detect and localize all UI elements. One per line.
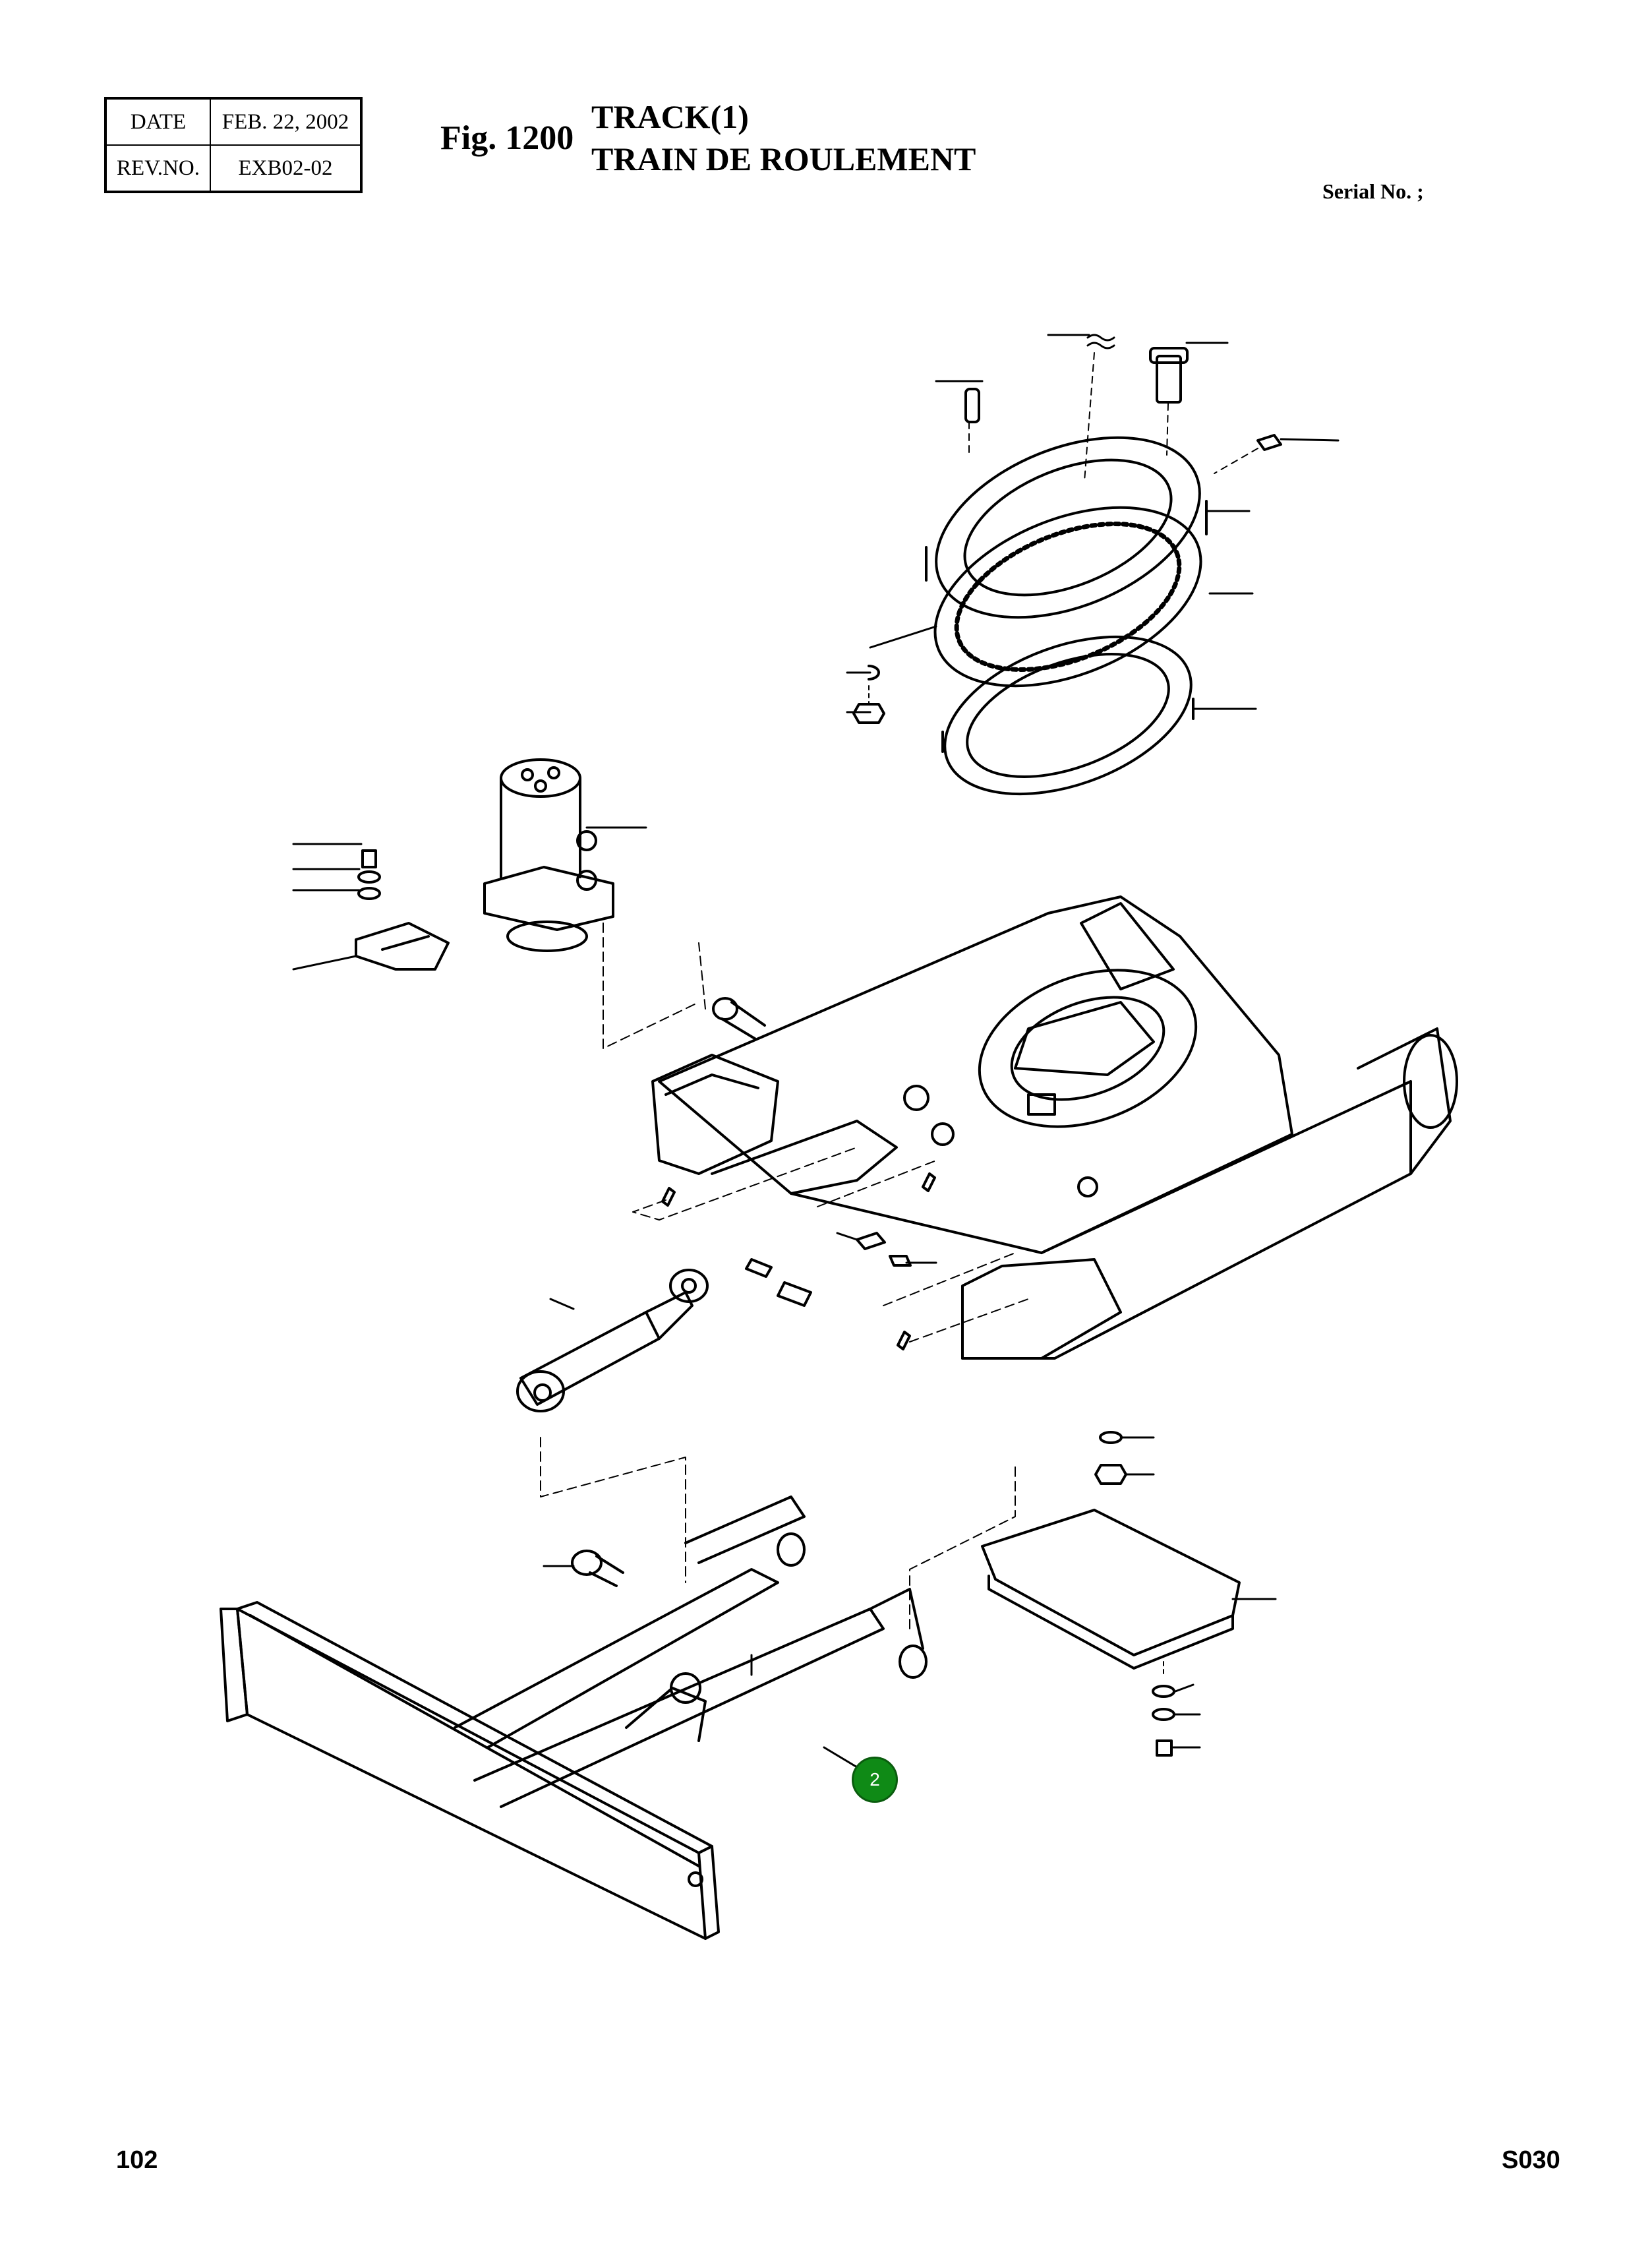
swing-bearing <box>925 436 1208 796</box>
date-label: DATE <box>105 98 211 146</box>
track-frame <box>651 895 1458 1360</box>
document-code: S030 <box>1502 2146 1560 2174</box>
figure-number: Fig. 1200 <box>440 119 574 157</box>
rev-row: REV.NO. EXB02-02 <box>105 144 362 193</box>
callout-marker[interactable]: 2 <box>852 1757 898 1803</box>
rev-label: REV.NO. <box>105 144 211 193</box>
title-english: TRACK(1) <box>591 98 749 135</box>
dozer-blade <box>220 1463 1016 1940</box>
date-value: FEB. 22, 2002 <box>210 98 362 146</box>
title-french: TRAIN DE ROULEMENT <box>591 140 976 177</box>
top-hardware <box>935 334 1340 482</box>
cylinder-pins <box>632 1147 1029 1350</box>
date-row: DATE FEB. 22, 2002 <box>105 98 362 146</box>
serial-number-label: Serial No. ; <box>1322 179 1424 203</box>
bracket-assembly <box>292 843 450 971</box>
rev-value: EXB02-02 <box>210 144 362 193</box>
under-cover <box>981 1509 1277 1670</box>
front-pin <box>698 942 766 1040</box>
blade-cylinder <box>516 1269 709 1583</box>
ring-bolts <box>852 665 885 724</box>
frame-bolts <box>1094 1431 1201 1757</box>
blade-pin <box>543 1550 624 1587</box>
page-number: 102 <box>116 2146 158 2174</box>
info-table: DATE FEB. 22, 2002 REV.NO. EXB02-02 <box>104 97 363 193</box>
swivel-joint <box>483 758 699 1049</box>
ring-leaders <box>846 510 1257 713</box>
